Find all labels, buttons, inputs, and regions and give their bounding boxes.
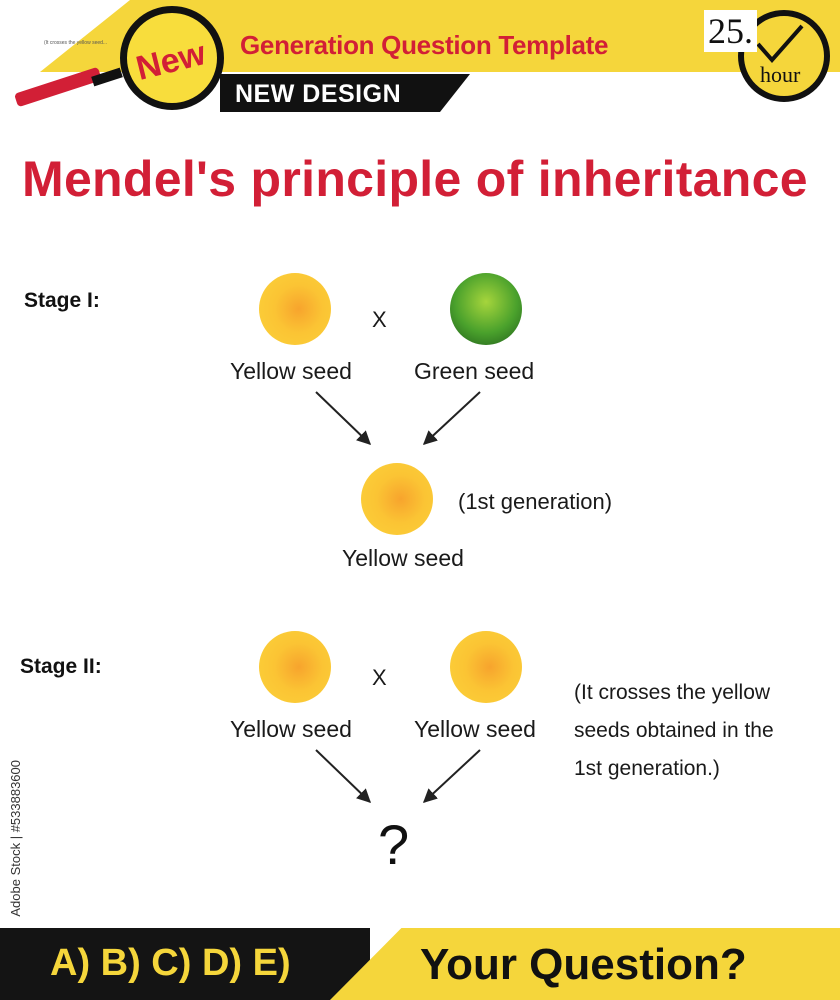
stage1-cross: X [372,307,387,332]
stage1-offspring-label: Yellow seed [342,545,464,571]
stage2-explanation: (It crosses the yellow seeds obtained in… [574,674,774,788]
stage1-parent-right-label: Green seed [414,358,535,384]
stage2-arrow-left [315,749,372,803]
magnifier-icon [120,6,224,110]
stage2-cross: X [372,665,387,690]
answer-options: A) B) C) D) E) [50,942,291,984]
stage2-yellow-seed-right [450,631,522,703]
your-question-text: Your Question? [420,940,747,989]
stage1-parent-left-label: Yellow seed [230,358,352,384]
time-value: 25. [704,10,757,52]
subtitle-bar [220,74,470,112]
result-question-mark: ? [378,813,410,876]
footer-yellow-band [330,928,840,1000]
stock-id: Adobe Stock | #533883600 [8,760,23,917]
subtitle-text: NEW DESIGN [235,80,402,108]
stage2-parent-right-label: Yellow seed [414,716,536,742]
stage2-note-line: 1st generation.) [574,757,720,780]
template-title: Generation Question Template [240,30,609,60]
stage1-arrow-right [422,391,481,445]
stage1-generation-note: (1st generation) [458,489,613,514]
stage1-green-seed [450,273,522,345]
footer-dark-band [0,928,370,1000]
stage1-arrow-left [315,391,372,445]
stage2-note-line: (It crosses the yellow [574,681,771,704]
stage1-yellow-seed [259,273,331,345]
stage2-yellow-seed-left [259,631,331,703]
stage2-arrow-right [422,749,481,803]
stage1-label: Stage I: [24,289,100,312]
stage2-label: Stage II: [20,655,102,678]
checkmark-icon [756,24,804,64]
magnifier-handle [13,66,103,108]
stage2-note-line: seeds obtained in the [574,719,774,742]
time-unit: hour [760,62,801,87]
header-tiny-note: (It crosses the yellow seed... [44,40,108,46]
stage1-offspring-seed [361,463,433,535]
page-title: Mendel's principle of inheritance [22,151,808,207]
stage2-parent-left-label: Yellow seed [230,716,352,742]
